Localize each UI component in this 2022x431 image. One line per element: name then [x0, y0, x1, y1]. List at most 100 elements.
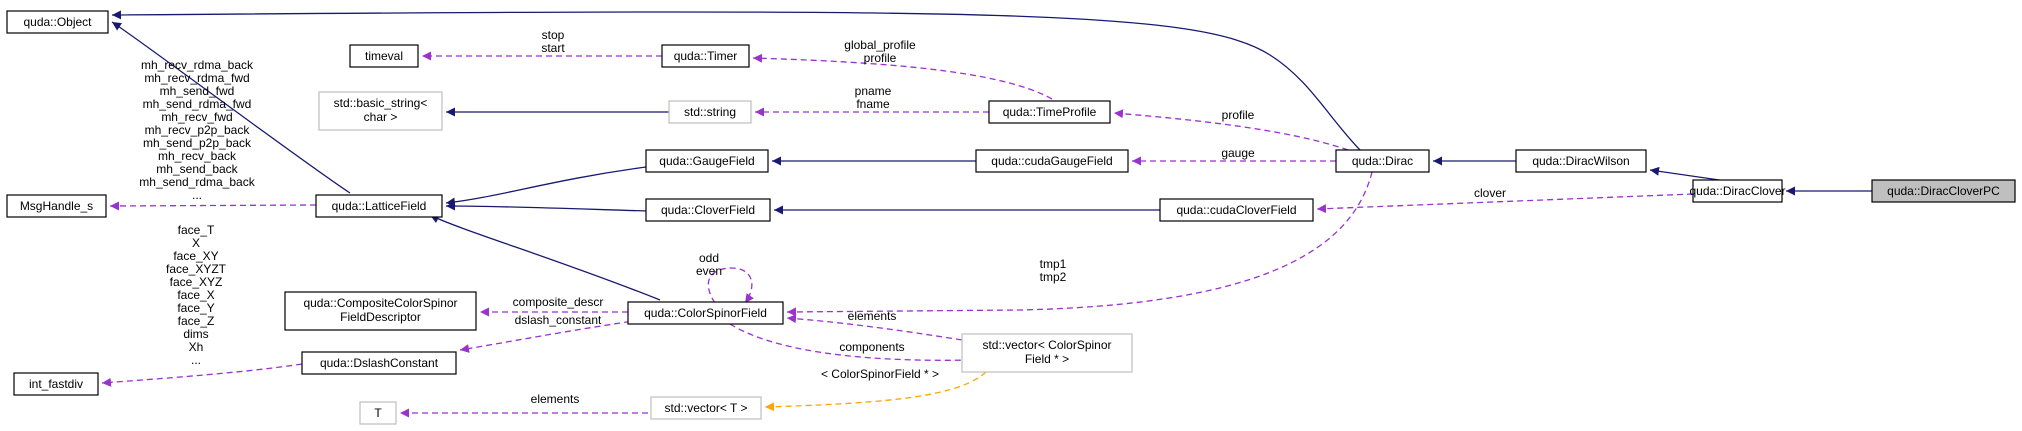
label-fname: fname	[856, 97, 890, 111]
fastdiv-member-labels: face_T X face_XY face_XYZT face_XYZ face…	[166, 223, 227, 367]
label-odd: odd	[699, 251, 719, 265]
edge-csf-uses-vector	[729, 323, 973, 365]
edge-timeprofile-uses-timer	[752, 53, 1053, 100]
node-std-string[interactable]: std::string	[668, 100, 752, 124]
node-quda-diracwilson-label: quda::DiracWilson	[1532, 154, 1629, 168]
label-mh-ellipsis: ...	[192, 188, 202, 202]
node-quda-colorspinorfield-label: quda::ColorSpinorField	[644, 306, 767, 320]
label-mh-send-fwd: mh_send_fwd	[160, 84, 235, 98]
node-quda-object[interactable]: quda::Object	[6, 10, 109, 34]
node-quda-gaugefield-label: quda::GaugeField	[659, 154, 754, 168]
label-fastdiv-ellipsis: ...	[191, 353, 201, 367]
label-mh-send-rdma-fwd: mh_send_rdma_fwd	[143, 97, 252, 111]
node-msghandle-s-label: MsgHandle_s	[20, 199, 93, 213]
label-face-y: face_Y	[177, 301, 214, 315]
node-timeval-label: timeval	[365, 49, 403, 63]
label-mh-send-rdma-back: mh_send_rdma_back	[139, 175, 255, 189]
node-quda-dirac-label: quda::Dirac	[1352, 154, 1413, 168]
edge-vectorcsf-template-vectort	[764, 371, 987, 412]
node-int-fastdiv-label: int_fastdiv	[29, 377, 83, 391]
label-global-profile: global_profile	[844, 38, 916, 52]
node-quda-cudacloverfield-label: quda::cudaCloverField	[1176, 203, 1296, 217]
node-quda-cudagaugefield-label: quda::cudaGaugeField	[991, 154, 1112, 168]
edge-dirac-inherits-object	[111, 10, 1363, 153]
node-t-label: T	[374, 406, 382, 420]
edge-gaugefield-inherits-latticefield	[445, 166, 647, 207]
node-std-string-label: std::string	[684, 105, 736, 119]
edge-diracclover-uses-cudaclover	[1316, 193, 1694, 214]
node-quda-latticefield[interactable]: quda::LatticeField	[315, 194, 443, 218]
label-even: even	[696, 264, 722, 278]
node-quda-latticefield-label: quda::LatticeField	[332, 199, 427, 213]
node-std-vector-t-label: std::vector< T >	[665, 401, 748, 415]
label-dslash-constant: dslash_constant	[515, 313, 602, 327]
label-mh-send-p2p-back: mh_send_p2p_back	[143, 136, 252, 150]
label-face-xyzt: face_XYZT	[166, 262, 227, 276]
edge-cloverfield-inherits-latticefield	[445, 201, 647, 212]
node-std-basic-string-label-2: char >	[364, 110, 398, 124]
node-std-basic-string-label-1: std::basic_string<	[334, 96, 428, 110]
edge-latticefield-inherits-object	[111, 21, 351, 194]
node-quda-object-label: quda::Object	[23, 15, 92, 29]
edge-latticefield-uses-msghandle	[109, 201, 317, 211]
label-elements-t: elements	[531, 392, 580, 406]
label-face-t: face_T	[178, 223, 215, 237]
node-std-vector-csf-label-2: Field * >	[1025, 352, 1069, 366]
node-quda-diracclover-label: quda::DiracClover	[1689, 184, 1785, 198]
node-std-vector-t[interactable]: std::vector< T >	[650, 396, 762, 420]
node-quda-dslashconstant[interactable]: quda::DslashConstant	[301, 351, 457, 375]
node-composite-colorspinor-descriptor[interactable]: quda::CompositeColorSpinor FieldDescript…	[284, 291, 477, 331]
node-quda-timeprofile-label: quda::TimeProfile	[1003, 105, 1097, 119]
node-quda-cloverfield[interactable]: quda::CloverField	[645, 198, 771, 222]
label-gauge: gauge	[1221, 146, 1255, 160]
node-msghandle-s[interactable]: MsgHandle_s	[6, 194, 107, 218]
node-quda-diracclover[interactable]: quda::DiracClover	[1689, 179, 1786, 203]
label-profile-timer: profile	[864, 51, 897, 65]
label-face-xyz: face_XYZ	[170, 275, 223, 289]
node-composite-descriptor-label-1: quda::CompositeColorSpinor	[303, 296, 457, 310]
edge-csf-uses-self	[707, 267, 754, 304]
label-stop: stop	[542, 28, 565, 42]
label-face-z: face_Z	[178, 314, 215, 328]
node-std-vector-colorspinorfield[interactable]: std::vector< ColorSpinor Field * >	[961, 333, 1133, 373]
label-mh-recv-back: mh_recv_back	[158, 149, 237, 163]
node-quda-diracwilson[interactable]: quda::DiracWilson	[1515, 149, 1647, 173]
node-t[interactable]: T	[359, 401, 397, 425]
label-mh-recv-rdma-back: mh_recv_rdma_back	[141, 58, 254, 72]
node-int-fastdiv[interactable]: int_fastdiv	[13, 372, 99, 396]
edge-dirac-uses-csf	[786, 171, 1373, 317]
node-quda-timer[interactable]: quda::Timer	[661, 44, 750, 68]
node-quda-timeprofile[interactable]: quda::TimeProfile	[988, 100, 1111, 124]
node-quda-colorspinorfield[interactable]: quda::ColorSpinorField	[627, 301, 784, 325]
node-std-vector-csf-label-1: std::vector< ColorSpinor	[982, 338, 1111, 352]
label-template-arg: < ColorSpinorField * >	[821, 367, 939, 381]
label-tmp1: tmp1	[1040, 257, 1067, 271]
node-quda-timer-label: quda::Timer	[674, 49, 738, 63]
node-quda-gaugefield[interactable]: quda::GaugeField	[645, 149, 769, 173]
label-mh-send-back: mh_send_back	[156, 162, 238, 176]
node-timeval[interactable]: timeval	[349, 44, 419, 68]
label-face-x: face_X	[177, 288, 214, 302]
label-components: components	[839, 340, 904, 354]
node-quda-dslashconstant-label: quda::DslashConstant	[320, 356, 439, 370]
node-std-basic-string[interactable]: std::basic_string< char >	[318, 91, 443, 131]
edge-dirac-uses-timeprofile	[1113, 109, 1349, 151]
label-dims: dims	[183, 327, 208, 341]
label-face-xy: face_XY	[173, 249, 218, 263]
label-x: X	[192, 236, 200, 250]
node-quda-cudagaugefield[interactable]: quda::cudaGaugeField	[975, 149, 1129, 173]
label-pname: pname	[855, 84, 892, 98]
node-quda-diraccloverpc[interactable]: quda::DiracCloverPC	[1871, 179, 2016, 203]
edge-csf-inherits-latticefield	[429, 214, 661, 301]
label-mh-recv-fwd: mh_recv_fwd	[161, 110, 232, 124]
label-tmp2: tmp2	[1040, 270, 1067, 284]
label-mh-recv-p2p-back: mh_recv_p2p_back	[145, 123, 251, 137]
node-quda-cloverfield-label: quda::CloverField	[661, 203, 755, 217]
node-quda-dirac[interactable]: quda::Dirac	[1335, 149, 1430, 173]
msghandle-member-labels: mh_recv_rdma_back mh_recv_rdma_fwd mh_se…	[139, 58, 255, 202]
edge-csf-uses-dslash	[459, 319, 641, 353]
nodes: quda::Object timeval quda::Timer std::ba…	[6, 10, 2016, 425]
label-mh-recv-rdma-fwd: mh_recv_rdma_fwd	[144, 71, 249, 85]
node-quda-cudacloverfield[interactable]: quda::cudaCloverField	[1159, 198, 1314, 222]
